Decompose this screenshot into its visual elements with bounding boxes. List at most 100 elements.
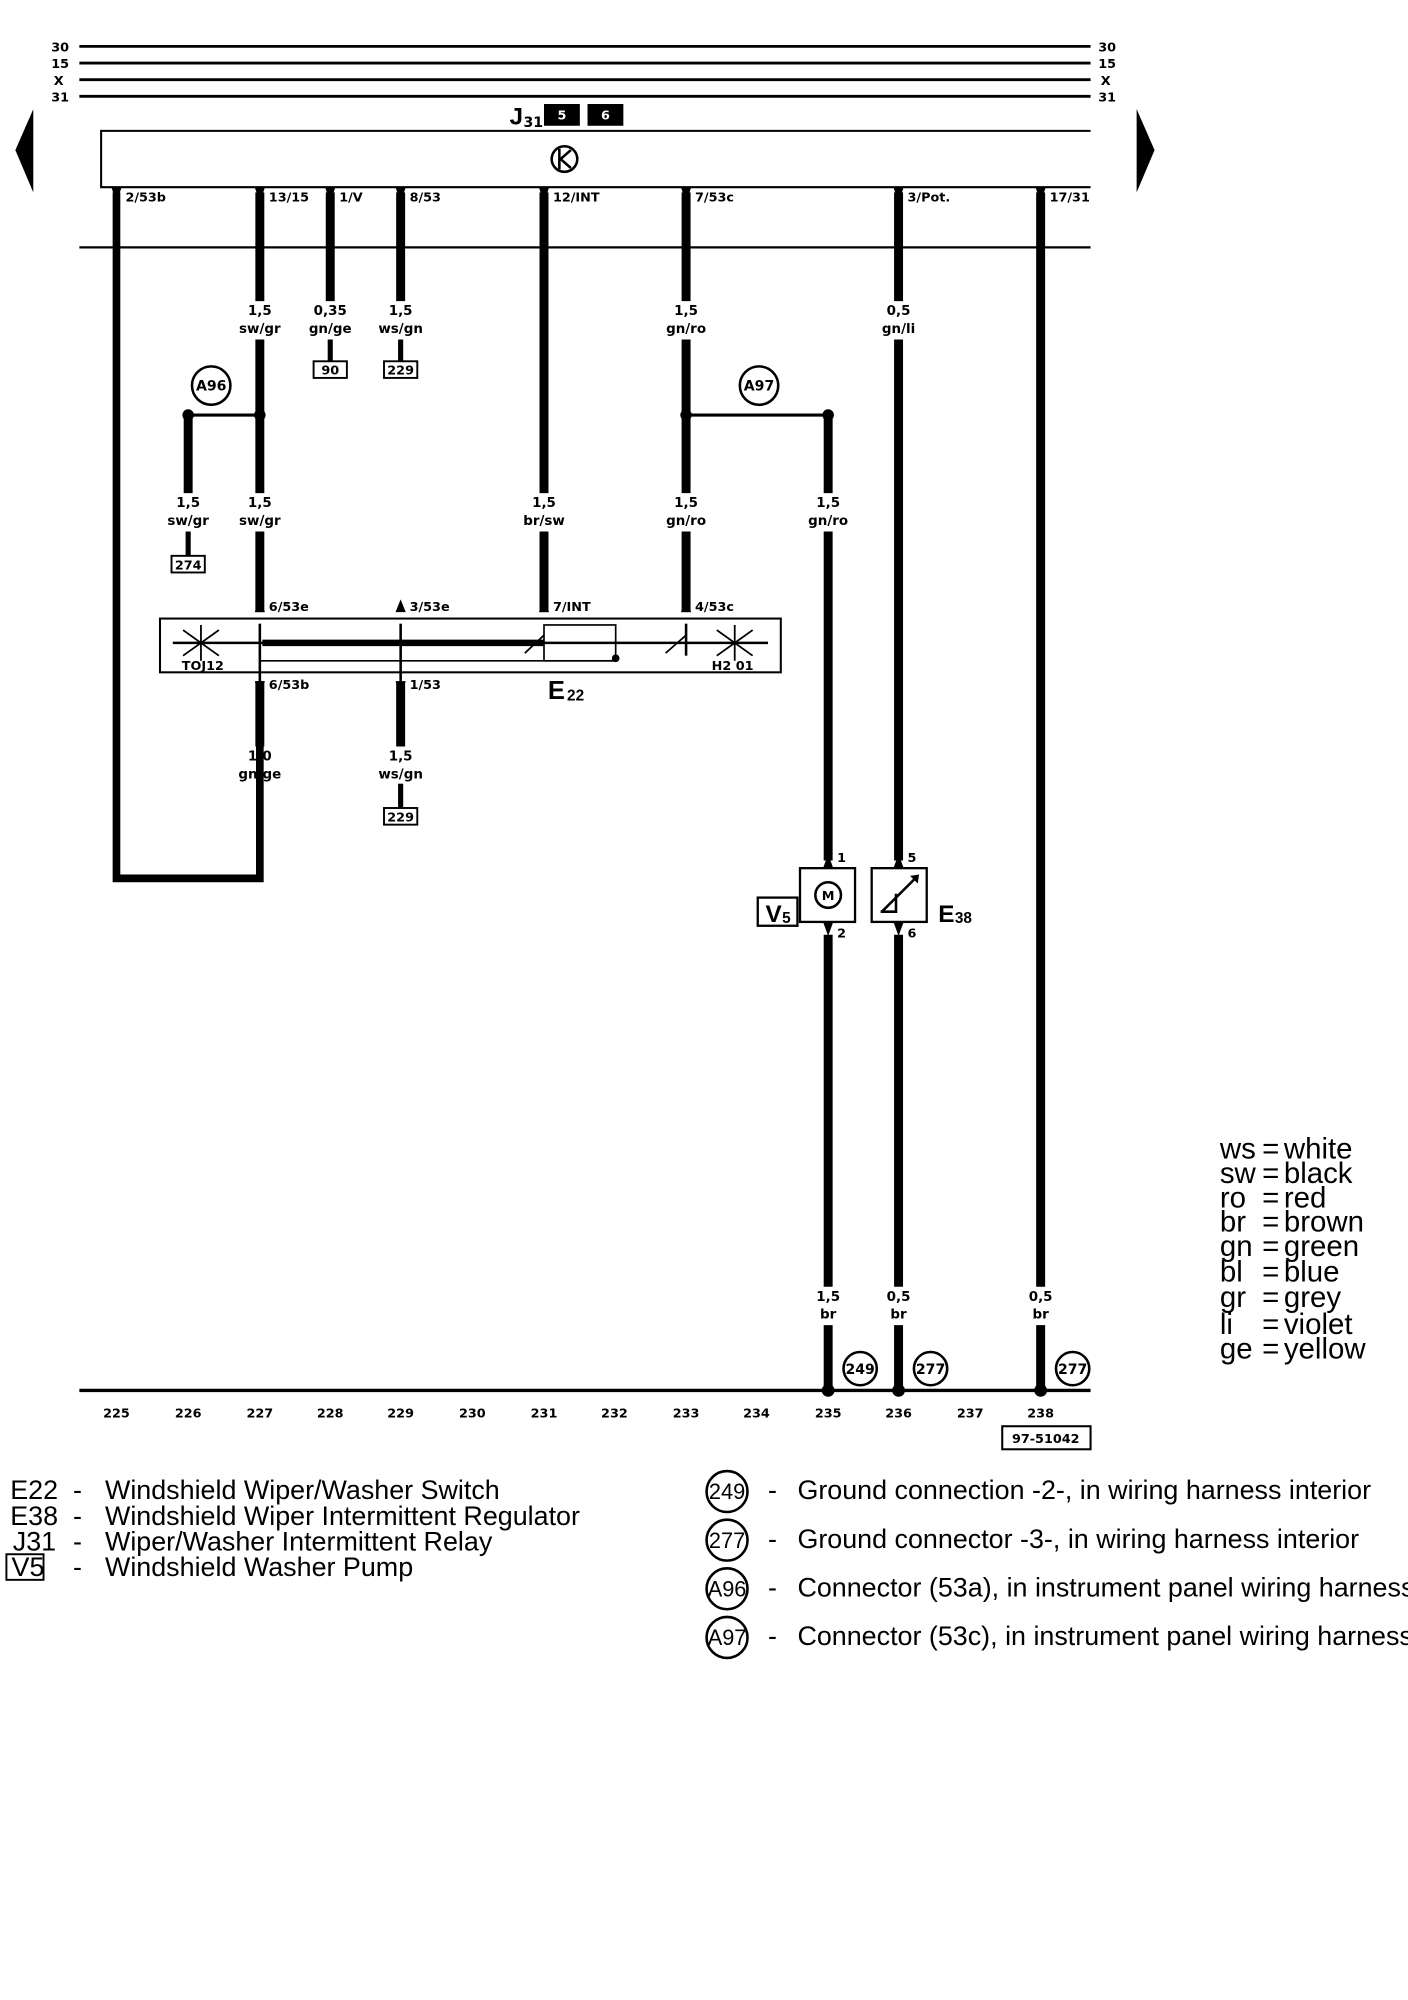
svg-text:brown: brown xyxy=(1284,1206,1364,1239)
svg-text:=: = xyxy=(1262,1230,1279,1263)
svg-text:blue: blue xyxy=(1284,1256,1340,1289)
splice-dot xyxy=(254,409,266,421)
relay-label: J xyxy=(509,103,523,130)
bus-label-30-right: 30 xyxy=(1098,41,1116,56)
pump-sub: 5 xyxy=(782,910,791,927)
svg-text:E38: E38 xyxy=(10,1501,58,1531)
svg-text:gn/ro: gn/ro xyxy=(666,322,706,337)
switch-sun-left-icon xyxy=(179,624,223,661)
prev-page-arrow-icon[interactable] xyxy=(15,109,34,193)
svg-text:=: = xyxy=(1262,1308,1279,1341)
svg-text:gn/ro: gn/ro xyxy=(808,514,848,529)
relay-badge-5 xyxy=(544,104,580,126)
svg-text:Ground connection -2-, in wiri: Ground connection -2-, in wiring harness… xyxy=(797,1475,1371,1505)
svg-text:ge: ge xyxy=(1220,1332,1253,1365)
svg-text:gn/ge: gn/ge xyxy=(238,768,281,783)
pump-pin-arrow xyxy=(823,854,834,869)
wire-spec-row3: 1,0 gn/ge 1,5 ws/gn xyxy=(238,750,422,783)
svg-text:230: 230 xyxy=(459,1406,486,1421)
svg-text:1,5: 1,5 xyxy=(389,750,413,765)
relay-sub: 31 xyxy=(524,115,544,131)
svg-text:233: 233 xyxy=(673,1406,700,1421)
switch-sub: 22 xyxy=(567,687,584,704)
svg-text:90: 90 xyxy=(321,364,339,379)
svg-text:-: - xyxy=(768,1621,777,1651)
svg-text:ro: ro xyxy=(1220,1181,1246,1214)
svg-text:A96: A96 xyxy=(708,1576,747,1601)
svg-text:1,5: 1,5 xyxy=(816,1290,840,1305)
svg-text:249: 249 xyxy=(845,1362,874,1378)
svg-text:229: 229 xyxy=(387,1406,414,1421)
svg-text:-: - xyxy=(73,1552,82,1582)
svg-text:red: red xyxy=(1284,1181,1327,1214)
svg-text:li: li xyxy=(1220,1308,1233,1341)
svg-text:229: 229 xyxy=(387,810,414,825)
svg-text:=: = xyxy=(1262,1133,1279,1166)
ref-box: 229 xyxy=(383,360,419,379)
svg-text:E22: E22 xyxy=(10,1475,58,1505)
relay-badge-6-text: 6 xyxy=(601,108,610,123)
switch-left-tag: TOJ12 xyxy=(182,659,224,674)
svg-text:Connector (53c), in instrument: Connector (53c), in instrument panel wir… xyxy=(797,1621,1408,1651)
svg-text:green: green xyxy=(1284,1230,1359,1263)
ref-stubs xyxy=(185,339,404,820)
regulator-pin-top: 5 xyxy=(908,851,917,866)
svg-text:277: 277 xyxy=(1058,1362,1087,1378)
switch-label: E xyxy=(548,677,565,705)
connector-a96-icon: A96 xyxy=(190,365,232,407)
svg-text:1,5: 1,5 xyxy=(389,304,413,319)
bus-label-x-right: X xyxy=(1101,74,1111,89)
ground-dot xyxy=(1034,1384,1048,1397)
svg-text:=: = xyxy=(1262,1281,1279,1314)
svg-text:1,5: 1,5 xyxy=(176,496,200,511)
svg-text:1,0: 1,0 xyxy=(248,750,272,765)
svg-text:237: 237 xyxy=(957,1406,984,1421)
svg-text:238: 238 xyxy=(1027,1406,1054,1421)
components-legend: E22 - Windshield Wiper/Washer Switch E38… xyxy=(5,1475,580,1582)
svg-text:yellow: yellow xyxy=(1284,1332,1367,1365)
svg-text:1,5: 1,5 xyxy=(674,304,698,319)
svg-text:sw/gr: sw/gr xyxy=(167,514,209,529)
regulator-sub: 38 xyxy=(955,910,973,927)
svg-text:A97: A97 xyxy=(744,379,775,395)
svg-text:0,35: 0,35 xyxy=(314,304,347,319)
svg-text:V5: V5 xyxy=(12,1552,45,1582)
relay-pin-label: 17/31 xyxy=(1050,190,1090,205)
bus-label-x-left: X xyxy=(54,74,64,89)
regulator-pin-bottom: 6 xyxy=(908,926,917,941)
svg-text:br: br xyxy=(890,1308,907,1323)
svg-text:=: = xyxy=(1262,1256,1279,1289)
svg-text:sw: sw xyxy=(1220,1157,1257,1190)
svg-text:0,5: 0,5 xyxy=(887,1290,911,1305)
svg-text:228: 228 xyxy=(317,1406,344,1421)
svg-text:1,5: 1,5 xyxy=(674,496,698,511)
svg-text:gn/ro: gn/ro xyxy=(666,514,706,529)
svg-text:229: 229 xyxy=(387,364,414,379)
relay-box xyxy=(100,129,1091,189)
svg-text:-: - xyxy=(73,1475,82,1505)
bus-label-30-left: 30 xyxy=(51,41,69,56)
svg-text:225: 225 xyxy=(103,1406,130,1421)
next-page-arrow-icon[interactable] xyxy=(1136,109,1155,193)
svg-text:-: - xyxy=(768,1475,777,1505)
svg-text:231: 231 xyxy=(531,1406,558,1421)
pump-label-box xyxy=(756,896,799,927)
switch-sun-right-icon xyxy=(712,624,757,661)
svg-text:=: = xyxy=(1262,1181,1279,1214)
svg-text:gr: gr xyxy=(1220,1281,1246,1314)
ref-box: 90 xyxy=(312,360,348,379)
svg-text:1,5: 1,5 xyxy=(532,496,556,511)
svg-text:-: - xyxy=(768,1572,777,1602)
svg-text:Wiper/Washer Intermittent Rela: Wiper/Washer Intermittent Relay xyxy=(105,1526,493,1556)
color-code-legend: ws = white sw = black ro = red br = brow… xyxy=(1219,1133,1367,1366)
relay-pin-label: 13/15 xyxy=(269,190,309,205)
relay-pin-label: 2/53b xyxy=(125,190,166,205)
svg-text:-: - xyxy=(768,1524,777,1554)
svg-text:gn/li: gn/li xyxy=(882,322,915,337)
svg-text:-: - xyxy=(73,1526,82,1556)
switch-pin-label: 1/53 xyxy=(410,678,441,693)
switch-right-tag: H2 01 xyxy=(712,659,754,674)
svg-text:ws/gn: ws/gn xyxy=(378,768,423,783)
bus-label-15-right: 15 xyxy=(1098,57,1116,72)
wire-spec-row4: 1,5 br 0,5 br 0,5 br xyxy=(816,1290,1052,1323)
